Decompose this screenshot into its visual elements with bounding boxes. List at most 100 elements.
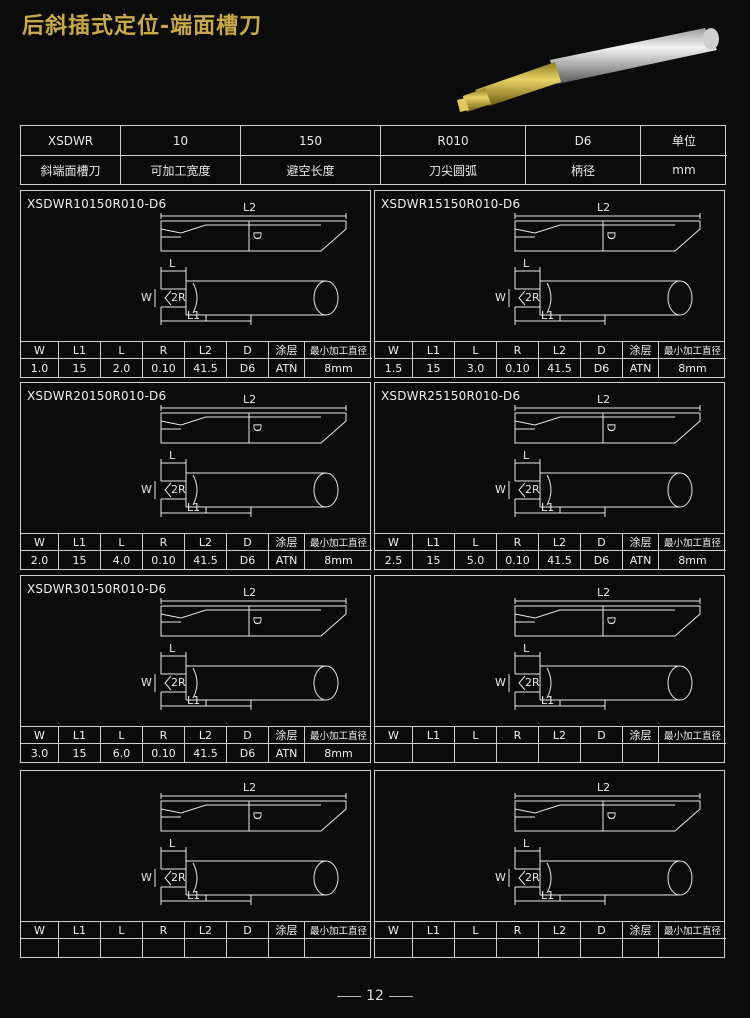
dim-label-l1: L1 [541, 501, 555, 514]
dim-label-r: 2R [525, 291, 540, 304]
spec-header-cell: L1 [59, 534, 101, 551]
spec-value-cell: 15 [59, 359, 101, 377]
spec-value-cell: 0.10 [497, 359, 539, 377]
spec-header-cell: L1 [413, 534, 455, 551]
spec-value-cell: 1.5 [375, 359, 413, 377]
spec-header-cell: W [375, 727, 413, 744]
spec-header-cell: 涂层 [269, 727, 305, 744]
spec-value-cell [455, 744, 497, 762]
spec-header-cell: 涂层 [269, 534, 305, 551]
spec-value-cell: 8mm [324, 746, 353, 760]
spec-header-cell: L [455, 342, 497, 359]
spec-value-cell: 0.10 [497, 551, 539, 569]
spec-header-cell: L [101, 922, 143, 939]
spec-value-cell: 0.10 [143, 744, 185, 762]
dim-label-r: 2R [171, 871, 186, 884]
dim-label-l: L [169, 257, 176, 270]
dim-label-w: W [141, 871, 152, 884]
dim-label-l1: L1 [541, 309, 555, 322]
spec-header-cell: 最小加工直径 [305, 342, 372, 359]
spec-header-cell: 涂层 [269, 922, 305, 939]
spec-value-cell: 8mm [324, 361, 353, 375]
spec-value-cell: ATN [269, 359, 305, 377]
dim-label-w: W [141, 483, 152, 496]
spec-header-cell: 最小加工直径 [659, 727, 726, 744]
spec-value-cell [497, 744, 539, 762]
spec-value-cell: 8mm [678, 553, 707, 567]
spec-value-cell: 2.0 [21, 551, 59, 569]
spec-value-cell: 0.10 [143, 551, 185, 569]
spec-header-cell: L2 [185, 342, 227, 359]
spec-header-table: XSDWR 10 150 R010 D6 单位 斜端面槽刀 可加工宽度 避空长度… [20, 125, 727, 185]
spec-value-cell: 4.0 [101, 551, 143, 569]
spec-header-cell: 最小加工直径 [659, 534, 726, 551]
spec-header-cell: D [581, 342, 623, 359]
spec-value-cell: 15 [413, 551, 455, 569]
spec-value-cell: ATN [623, 359, 659, 377]
tool-drawing [154, 405, 347, 517]
spec-value-cell: 41.5 [539, 359, 581, 377]
spec-header-cell: L2 [539, 534, 581, 551]
spec-value-cell: D6 [581, 551, 623, 569]
tool-drawing [154, 213, 347, 325]
tool-drawing [508, 793, 701, 905]
spec-value-cell: 1.0 [21, 359, 59, 377]
dim-label-l1: L1 [187, 309, 201, 322]
spec-value-cell: D6 [227, 744, 269, 762]
spec-value-cell [581, 744, 623, 762]
page-number-text: 12 [366, 988, 384, 1004]
spec-header-cell: D [581, 727, 623, 744]
spec-value-cell [539, 744, 581, 762]
spec-value-cell: ATN [623, 551, 659, 569]
spec-value-cell: D6 [227, 359, 269, 377]
dim-label-l2: L2 [243, 201, 257, 214]
dim-label-d: D [250, 616, 264, 625]
spec-header-cell: 涂层 [623, 727, 659, 744]
model-number: XSDWR30150R010-D6 [27, 582, 167, 596]
dim-label-l2: L2 [597, 781, 611, 794]
tool-drawing [508, 405, 701, 517]
spec-header-cell: L2 [539, 342, 581, 359]
spec-value-cell: 41.5 [185, 744, 227, 762]
dim-label-d: D [250, 231, 264, 240]
dim-label-l2: L2 [243, 393, 257, 406]
spec-header-cell: L2 [185, 922, 227, 939]
spec-header-cell: W [21, 342, 59, 359]
tool-drawing [508, 213, 701, 325]
model-number: XSDWR25150R010-D6 [381, 389, 521, 403]
spec-value-cell: 2.0 [101, 359, 143, 377]
dim-label-r: 2R [171, 291, 186, 304]
spec-header-cell: 最小加工直径 [305, 922, 372, 939]
page-title: 后斜插式定位-端面槽刀 [22, 14, 263, 39]
header-cell: mm [672, 163, 696, 177]
spec-value-cell [185, 939, 227, 957]
spec-value-cell: D6 [227, 551, 269, 569]
spec-header-cell: 涂层 [623, 342, 659, 359]
spec-value-cell [59, 939, 101, 957]
dim-label-l1: L1 [187, 889, 201, 902]
spec-value-cell [659, 939, 726, 957]
header-cell: XSDWR [21, 126, 121, 156]
header-cell: D6 [526, 126, 641, 156]
spec-value-cell: ATN [269, 744, 305, 762]
spec-header-cell: D [227, 534, 269, 551]
spec-header-cell: L1 [59, 342, 101, 359]
dim-label-w: W [495, 676, 506, 689]
spec-header-cell: 最小加工直径 [305, 534, 372, 551]
spec-header-cell: D [581, 922, 623, 939]
spec-value-cell [269, 939, 305, 957]
spec-header-cell: R [497, 727, 539, 744]
dim-label-d: D [250, 811, 264, 820]
spec-value-cell [413, 744, 455, 762]
header-cell: 斜端面槽刀 [21, 156, 121, 184]
spec-value-cell: 5.0 [455, 551, 497, 569]
spec-header-cell: R [497, 922, 539, 939]
dim-label-l: L [523, 642, 530, 655]
